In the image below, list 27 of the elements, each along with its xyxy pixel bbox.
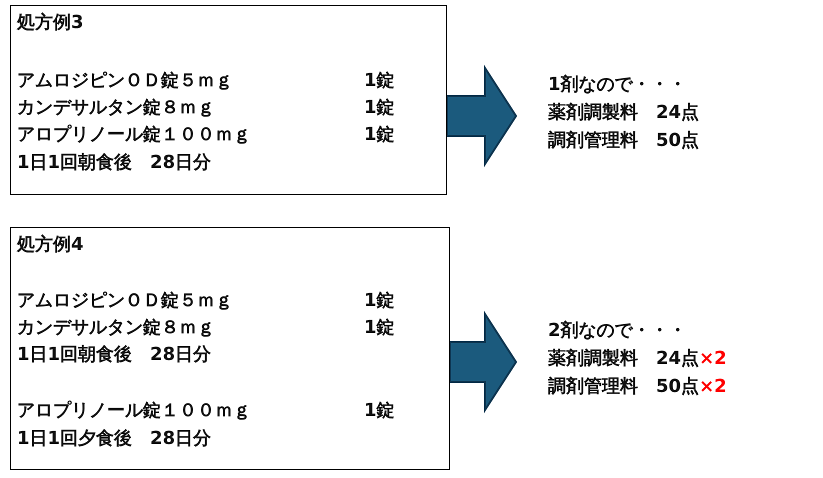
text-line: アロプリノール錠１００ｍｇ	[17, 124, 251, 146]
block-arrow	[446, 64, 518, 168]
text-line: アムロジピンＯＤ錠５ｍｇ	[17, 70, 233, 92]
dose-count: 1錠	[364, 317, 395, 339]
dose-count: 1錠	[364, 290, 395, 312]
text-line: 調剤管理料 50点	[548, 130, 700, 152]
text-line: アロプリノール錠１００ｍｇ	[17, 400, 251, 422]
text-line: 薬剤調製料 24点	[548, 102, 700, 124]
text-line: 薬剤調製料 24点×2	[548, 348, 727, 370]
heading: 処方例4	[17, 234, 84, 256]
text-line: 調剤管理料 50点×2	[548, 376, 727, 398]
dose-count: 1錠	[364, 124, 395, 146]
prescription-box	[10, 5, 447, 195]
text-line: 1日1回朝食後 28日分	[17, 344, 212, 366]
text-line: 2剤なので・・・	[548, 320, 687, 342]
dose-count: 1錠	[364, 70, 395, 92]
text-line: 1日1回朝食後 28日分	[17, 152, 212, 174]
dose-count: 1錠	[364, 97, 395, 119]
text-line: カンデサルタン錠８ｍｇ	[17, 97, 215, 119]
text-line: カンデサルタン錠８ｍｇ	[17, 317, 215, 339]
dose-count: 1錠	[364, 400, 395, 422]
text-line: 1剤なので・・・	[548, 74, 687, 96]
text-line: アムロジピンＯＤ錠５ｍｇ	[17, 290, 233, 312]
block-arrow	[449, 310, 518, 414]
text-line: 1日1回夕食後 28日分	[17, 428, 212, 450]
prescription-box	[10, 227, 450, 470]
heading: 処方例3	[17, 12, 84, 34]
